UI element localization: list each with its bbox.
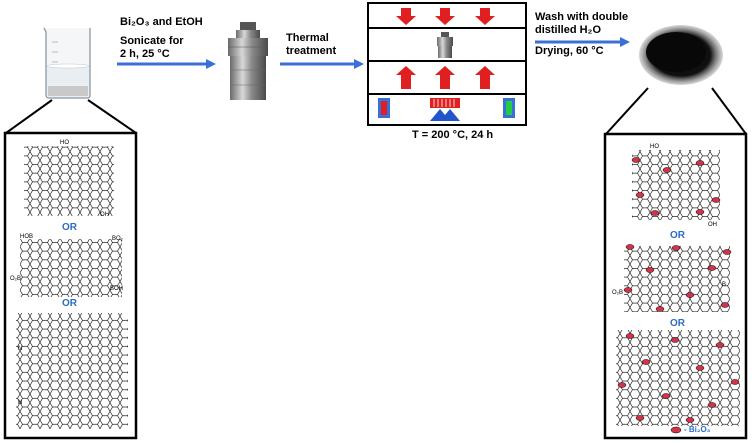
label: B bbox=[722, 282, 726, 288]
oven-icon bbox=[367, 2, 527, 126]
flow-arrow-icon bbox=[535, 37, 630, 47]
label: HO bbox=[650, 144, 659, 150]
legend-label: - Bi₂O₃ bbox=[684, 425, 711, 434]
beaker-icon bbox=[43, 27, 91, 99]
step2-line1: Thermal bbox=[286, 32, 329, 44]
step3-water: distilled H₂O bbox=[535, 24, 602, 36]
label: O₂B bbox=[10, 276, 21, 282]
step2-line2: treatment bbox=[286, 45, 337, 57]
label: OH bbox=[100, 212, 109, 218]
or-label: OR bbox=[670, 230, 685, 241]
left-zoom-callout bbox=[3, 99, 138, 440]
step3-drying: Drying, 60 °C bbox=[535, 45, 604, 57]
label: HO bbox=[60, 140, 69, 146]
oven-condition: T = 200 °C, 24 h bbox=[412, 129, 494, 141]
label: N bbox=[18, 400, 22, 406]
label: OH bbox=[708, 222, 717, 228]
label: HOB bbox=[20, 234, 33, 240]
nanoparticles bbox=[617, 157, 740, 434]
powder-icon bbox=[639, 25, 723, 85]
step3-label: Wash with double distilled H₂O Drying, 6… bbox=[535, 11, 628, 58]
heating-arrow-icon bbox=[396, 66, 495, 89]
label: N bbox=[18, 346, 22, 352]
flow-arrow-icon bbox=[117, 59, 216, 69]
autoclave-icon bbox=[228, 22, 268, 100]
label: BOH bbox=[110, 286, 123, 292]
or-label: OR bbox=[62, 298, 77, 309]
or-label: OR bbox=[670, 318, 685, 329]
step1-sonicate: Sonicate for bbox=[120, 35, 184, 47]
flow-arrow-icon bbox=[280, 59, 364, 69]
step1-label: Bi₂O₃ and EtOH Sonicate for 2 h, 25 °C bbox=[120, 16, 203, 61]
step1-reagents: Bi₂O₃ and EtOH bbox=[120, 16, 203, 28]
or-label: OR bbox=[62, 222, 77, 233]
label: O₂B bbox=[612, 290, 623, 296]
step1-conditions: 2 h, 25 °C bbox=[120, 48, 170, 60]
step2-label: Thermal treatment bbox=[286, 32, 336, 58]
legend-particle-icon bbox=[670, 426, 682, 434]
step3-wash: Wash with double bbox=[535, 11, 629, 23]
heating-arrow-icon bbox=[396, 8, 495, 25]
label: BO₂ bbox=[112, 236, 124, 242]
